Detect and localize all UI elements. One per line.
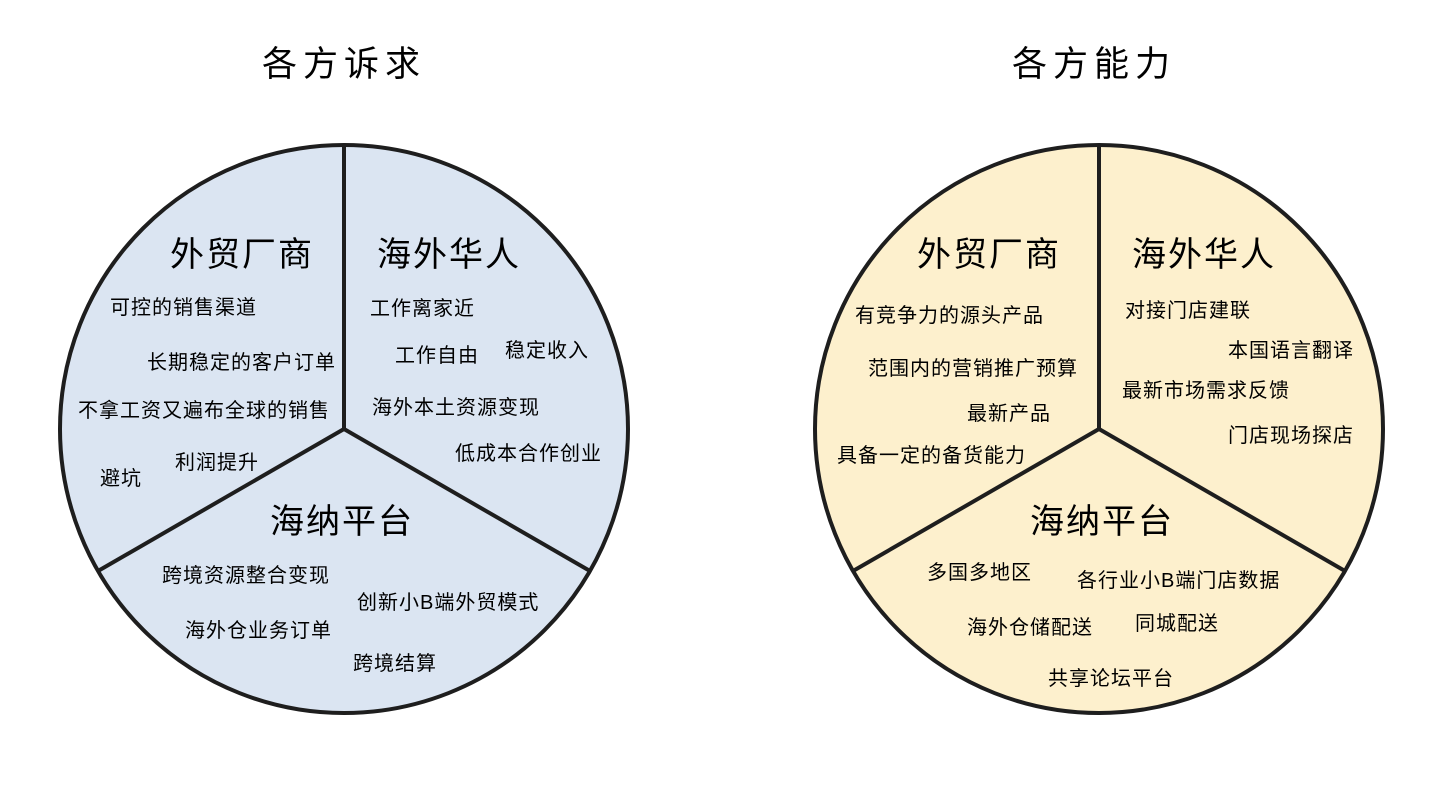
sector-heading-haina-platform: 海纳平台 (1030, 503, 1174, 541)
sector-divider (1098, 427, 1346, 573)
sector-item-label: 同城配送 (1135, 613, 1219, 635)
sector-item-label: 创新小B端外贸模式 (357, 592, 540, 614)
sector-item-label: 跨境资源整合变现 (162, 565, 330, 587)
sector-item-label: 稳定收入 (505, 340, 589, 362)
sector-divider (97, 427, 345, 573)
sector-item-label: 有竞争力的源头产品 (855, 305, 1044, 327)
sector-item-label: 对接门店建联 (1125, 300, 1251, 322)
sector-item-label: 范围内的营销推广预算 (868, 358, 1078, 380)
sector-item-label: 工作自由 (395, 345, 479, 367)
demands-chart-title: 各方诉求 (261, 45, 427, 84)
sector-item-label: 多国多地区 (927, 562, 1032, 584)
sector-item-label: 各行业小B端门店数据 (1077, 570, 1281, 592)
sector-heading-overseas-chinese: 海外华人 (1132, 236, 1276, 274)
sector-item-label: 共享论坛平台 (1048, 668, 1174, 690)
sector-item-label: 可控的销售渠道 (110, 297, 257, 319)
sector-heading-manufacturers: 外贸厂商 (170, 236, 314, 274)
sector-item-label: 海外仓业务订单 (185, 620, 332, 642)
sector-item-label: 门店现场探店 (1228, 425, 1354, 447)
sector-item-label: 工作离家近 (370, 298, 475, 320)
sector-heading-haina-platform: 海纳平台 (270, 503, 414, 541)
sector-item-label: 避坑 (100, 468, 142, 490)
sector-heading-overseas-chinese: 海外华人 (377, 236, 521, 274)
sector-item-label: 具备一定的备货能力 (837, 445, 1026, 467)
sector-item-label: 长期稳定的客户订单 (147, 352, 336, 374)
sector-item-label: 海外仓储配送 (967, 617, 1093, 639)
sector-item-label: 最新市场需求反馈 (1122, 380, 1290, 402)
sector-item-label: 低成本合作创业 (455, 443, 602, 465)
sector-item-label: 跨境结算 (353, 653, 437, 675)
capabilities-chart-title: 各方能力 (1011, 45, 1177, 84)
sector-divider (852, 427, 1100, 573)
sector-heading-manufacturers: 外贸厂商 (917, 236, 1061, 274)
sector-item-label: 不拿工资又遍布全球的销售 (78, 400, 330, 422)
sector-item-label: 最新产品 (967, 403, 1051, 425)
sector-item-label: 本国语言翻译 (1228, 340, 1354, 362)
sector-item-label: 利润提升 (175, 452, 259, 474)
sector-divider (343, 427, 591, 573)
sector-item-label: 海外本土资源变现 (372, 397, 540, 419)
